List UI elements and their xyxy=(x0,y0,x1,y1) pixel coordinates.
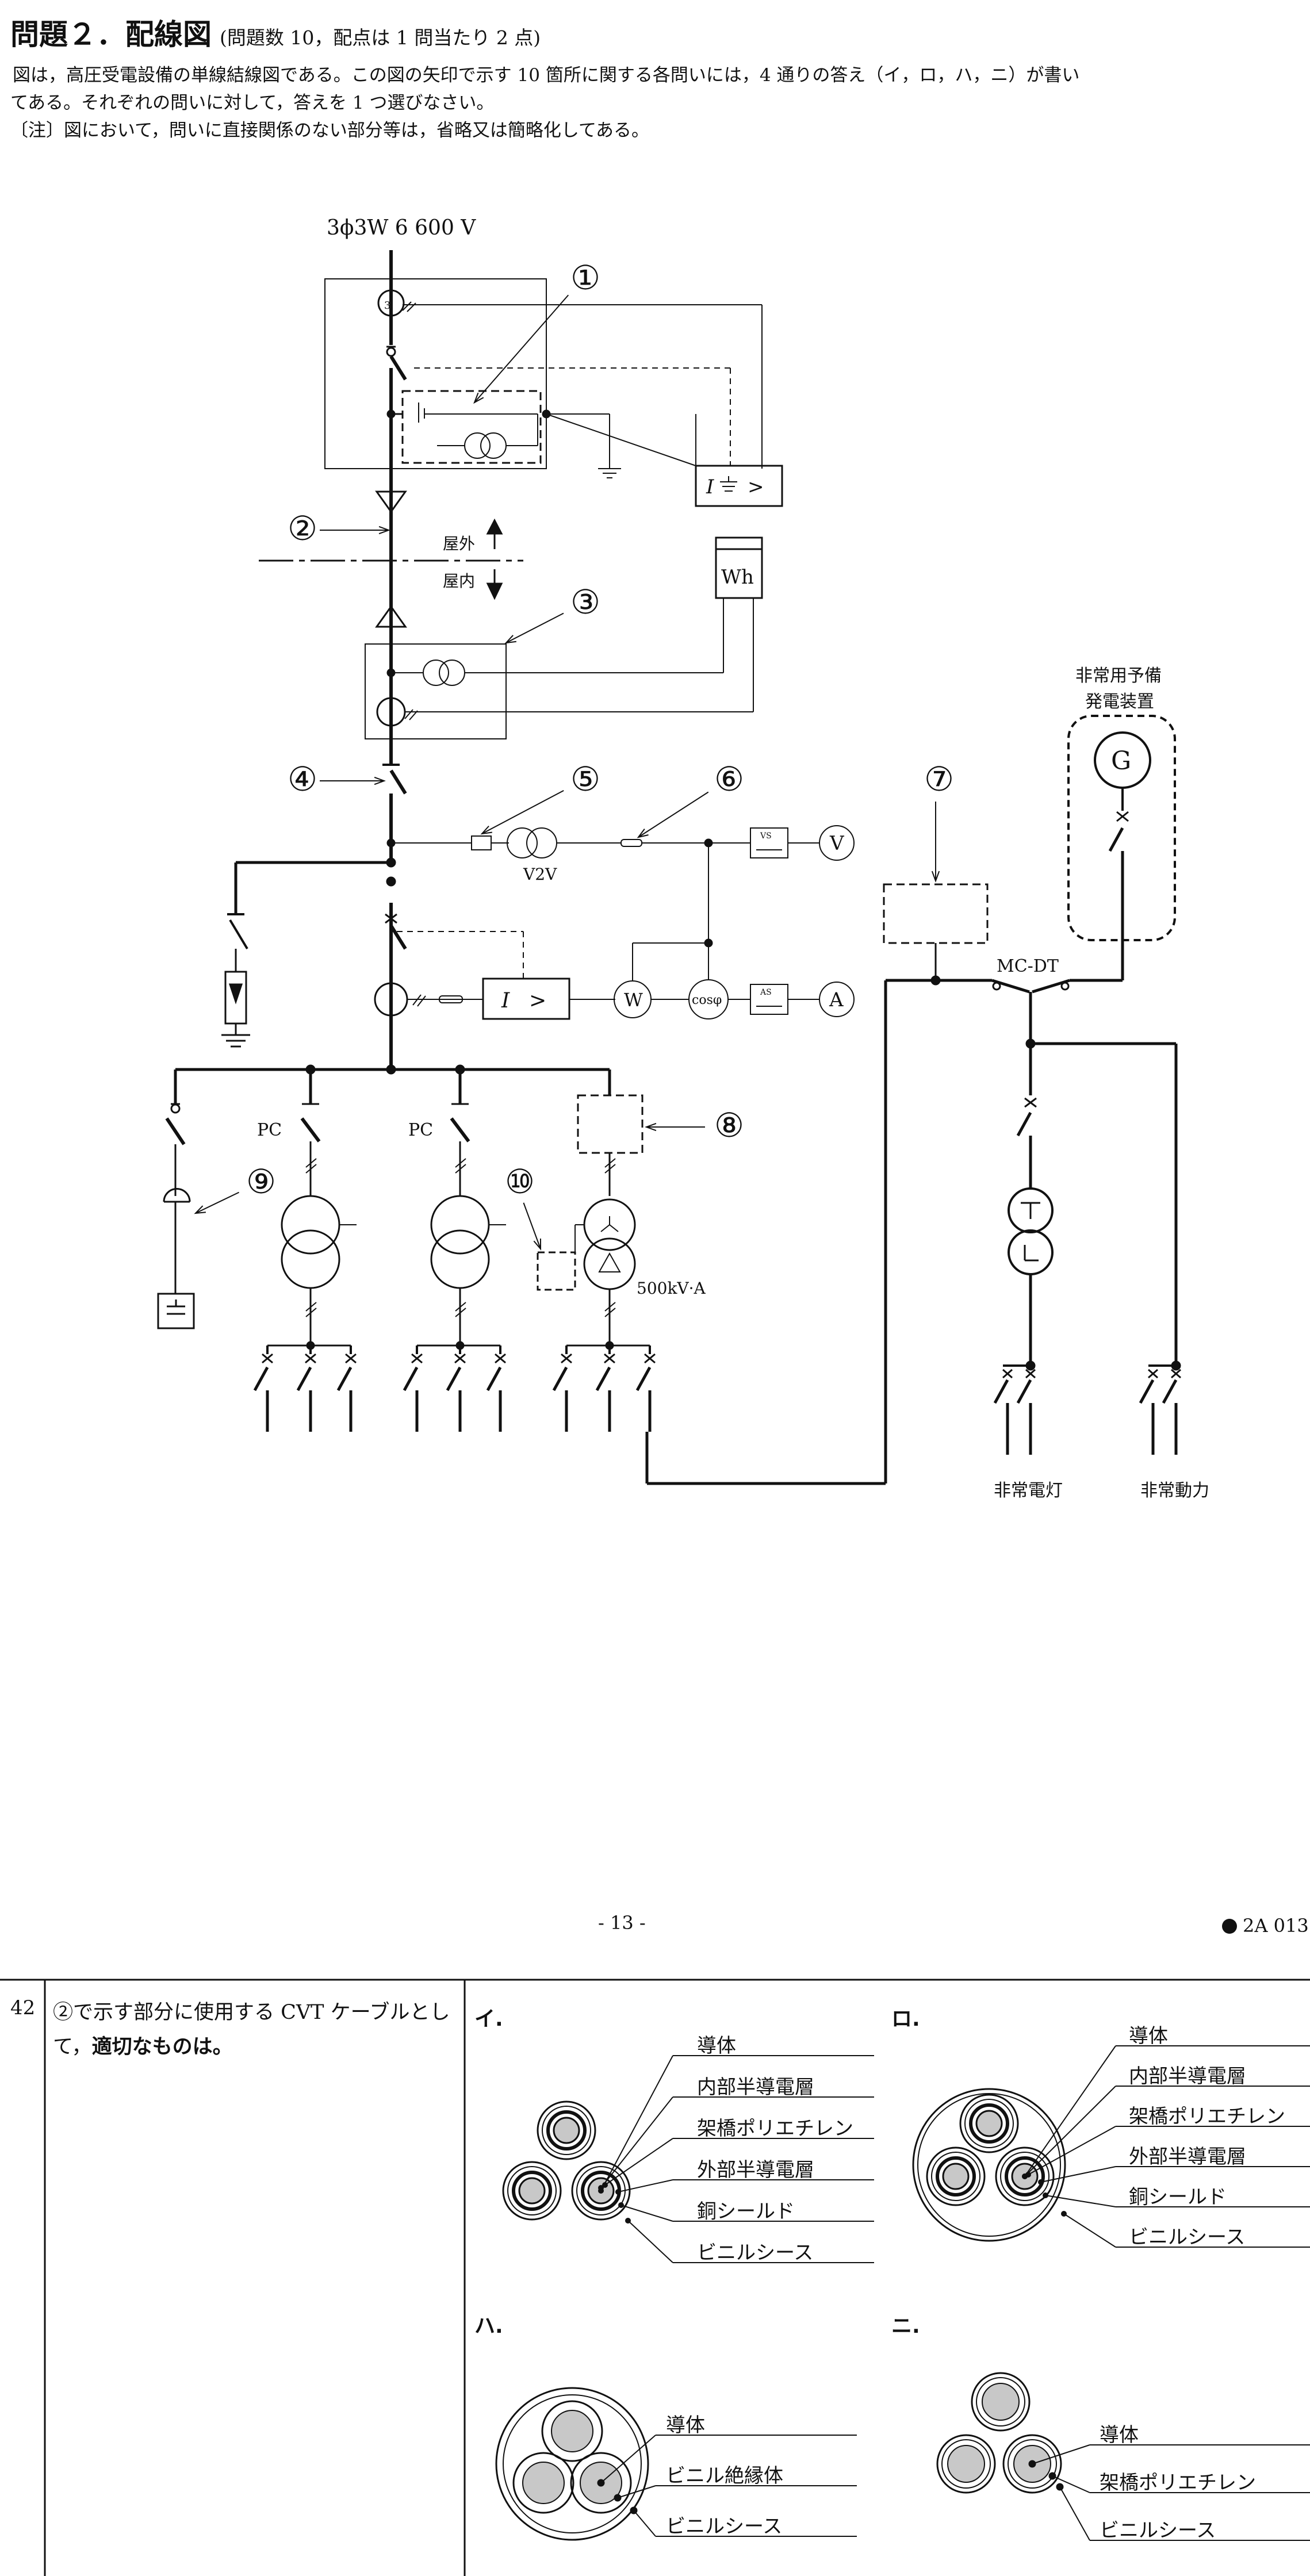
intro-line-2: てある。それぞれの問いに対して，答えを 1 つ選びなさい。 xyxy=(10,93,495,113)
option-ni-layer-vinyl-sheath: ビニルシース xyxy=(1100,2519,1216,2542)
option-i-layer-conductor: 導体 xyxy=(697,2034,736,2057)
option-ni-cable[interactable] xyxy=(936,2372,1064,2494)
svg-text:W: W xyxy=(624,989,643,1011)
ammeter-label: A xyxy=(829,988,844,1011)
option-i-layer-copper-shield: 銅シールド xyxy=(697,2200,795,2223)
option-i-layer-inner-semicond: 内部半導電層 xyxy=(697,2076,814,2099)
svg-text:3: 3 xyxy=(384,300,390,312)
marker-10: ⑩ xyxy=(505,1162,535,1201)
svg-text:VS: VS xyxy=(760,831,772,841)
option-ro-layer-conductor: 導体 xyxy=(1129,2025,1168,2048)
code-dot-icon xyxy=(1222,1919,1237,1934)
page-number: - 13 - xyxy=(598,1912,646,1934)
single-line-diagram: 3ϕ3W 6 600 V 3 I > 屋外 屋内 xyxy=(157,216,1209,1501)
pc-label-1: PC xyxy=(257,1120,282,1140)
option-ro-layer-inner-semicond: 内部半導電層 xyxy=(1129,2065,1246,2088)
v2v-label: V2V xyxy=(523,865,557,884)
marker-7: ⑦ xyxy=(924,760,954,799)
option-ro-layer-xlpe: 架橋ポリエチレン xyxy=(1129,2105,1285,2128)
generator-label-1: 非常用予備 xyxy=(1075,666,1162,686)
problem-subtitle: (問題数 10，配点は 1 問当たり 2 点) xyxy=(220,26,541,49)
option-ha-layer-conductor: 導体 xyxy=(666,2414,705,2437)
option-ha-cable[interactable] xyxy=(495,2387,649,2541)
transformer-rating: 500kV·A xyxy=(637,1279,706,1298)
question-table-grid xyxy=(0,1979,1310,2576)
indoor-label: 屋内 xyxy=(443,572,475,591)
intro-note: 〔注〕図において，問いに直接関係のない部分等は，省略又は簡略化してある。 xyxy=(10,120,650,141)
option-ni-layer-conductor: 導体 xyxy=(1100,2424,1139,2447)
option-i-label[interactable]: イ. xyxy=(474,2007,503,2031)
option-i-layer-outer-semicond: 外部半導電層 xyxy=(697,2159,814,2182)
option-ro-label[interactable]: ロ. xyxy=(891,2007,920,2031)
option-ro-layer-copper-shield: 銅シールド xyxy=(1129,2186,1227,2209)
svg-text:AS: AS xyxy=(760,988,772,997)
svg-text:>: > xyxy=(529,989,546,1013)
option-ro-layer-outer-semicond: 外部半導電層 xyxy=(1129,2145,1246,2168)
wh-meter-label: Wh xyxy=(721,566,754,589)
marker-9: ⑨ xyxy=(246,1162,276,1201)
svg-text:I: I xyxy=(706,476,714,499)
option-i-layer-vinyl-sheath: ビニルシース xyxy=(697,2241,814,2264)
option-ha-layer-vinyl-sheath: ビニルシース xyxy=(666,2515,783,2538)
option-i-cable[interactable] xyxy=(502,2100,631,2221)
option-i-layer-xlpe: 架橋ポリエチレン xyxy=(697,2117,853,2140)
outdoor-label: 屋外 xyxy=(443,534,475,553)
svg-text:>: > xyxy=(748,476,764,499)
marker-1: ① xyxy=(570,258,600,297)
exam-code: 2A 013 xyxy=(1222,1915,1309,1937)
marker-3: ③ xyxy=(570,582,600,622)
question-text: ②で示す部分に使用する CVT ケーブルとして，適切なものは。 xyxy=(53,2001,450,2058)
question-number: 42 xyxy=(10,1996,36,2019)
emergency-power-label: 非常動力 xyxy=(1140,1481,1209,1501)
option-ro-cable[interactable] xyxy=(912,2088,1066,2242)
marker-4: ④ xyxy=(288,760,317,799)
option-ni-layer-xlpe: 架橋ポリエチレン xyxy=(1100,2471,1256,2494)
marker-2: ② xyxy=(288,509,317,548)
marker-5: ⑤ xyxy=(570,760,600,799)
marker-8: ⑧ xyxy=(714,1106,744,1145)
svg-text:cosφ: cosφ xyxy=(692,993,722,1007)
marker-6: ⑥ xyxy=(714,760,744,799)
cable-cross-sections xyxy=(495,2045,1310,2541)
option-ro-layer-vinyl-sheath: ビニルシース xyxy=(1129,2226,1246,2249)
voltmeter-label: V xyxy=(829,832,845,855)
option-ha-label[interactable]: ハ. xyxy=(474,2314,503,2338)
supply-label: 3ϕ3W 6 600 V xyxy=(327,216,476,240)
intro-line-1: 図は，高圧受電設備の単線結線図である。この図の矢印で示す 10 箇所に関する各問… xyxy=(13,65,1080,86)
mcdt-label: MC-DT xyxy=(997,956,1059,976)
svg-text:I: I xyxy=(501,989,510,1013)
generator-symbol: G xyxy=(1111,746,1131,776)
pc-label-2: PC xyxy=(408,1120,433,1140)
problem-title: 問題２．配線図(問題数 10，配点は 1 問当たり 2 点) xyxy=(10,18,541,51)
option-ni-label[interactable]: ニ. xyxy=(891,2314,920,2338)
option-ha-layer-vinyl-insulator: ビニル絶縁体 xyxy=(666,2464,783,2487)
emergency-light-label: 非常電灯 xyxy=(994,1481,1063,1501)
generator-label-2: 発電装置 xyxy=(1085,692,1154,712)
